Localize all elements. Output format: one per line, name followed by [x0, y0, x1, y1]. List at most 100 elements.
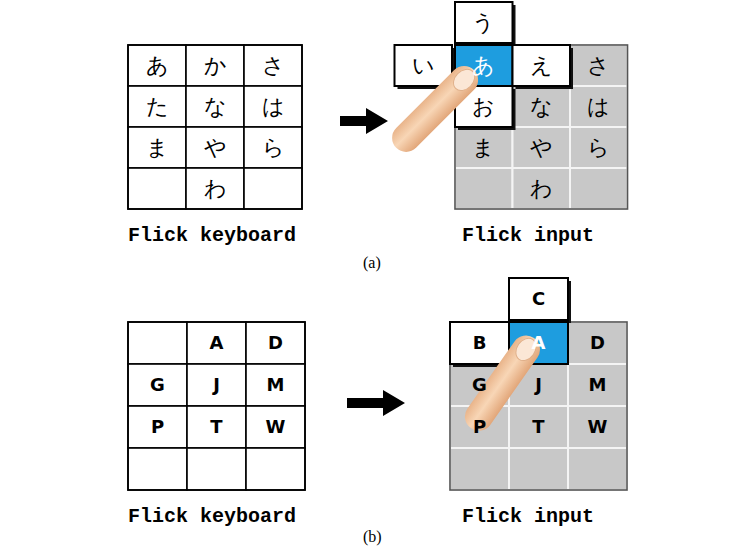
key-cell: な	[186, 86, 244, 127]
key-cell: や	[513, 127, 571, 168]
grid-cell	[513, 45, 571, 86]
finger	[459, 330, 545, 436]
grid-cell	[244, 168, 302, 209]
grid-cell	[513, 86, 571, 127]
key-label: T	[532, 418, 544, 436]
grid-outline	[128, 45, 302, 209]
grid-cell	[128, 45, 186, 86]
grid-cell	[128, 86, 186, 127]
grid-cell	[244, 86, 302, 127]
key-cell: お	[455, 86, 513, 127]
grid-cell	[246, 364, 305, 406]
key-cell: P	[450, 406, 509, 448]
key-label: A	[210, 334, 224, 352]
transition-arrow	[347, 390, 405, 416]
grid-cell	[568, 364, 627, 406]
key-label: え	[530, 55, 553, 77]
key-label: M	[589, 376, 607, 394]
key-cell: ら	[570, 127, 628, 168]
key-label: J	[535, 376, 542, 394]
grid-cell	[570, 127, 628, 168]
grid-outline	[128, 322, 305, 490]
key-cell: J	[509, 364, 568, 406]
key-label: ま	[472, 137, 495, 159]
caption-label: Flick keyboard	[128, 505, 296, 528]
flick-popup	[395, 45, 453, 86]
key-label: な	[530, 96, 553, 118]
key-cell: あ	[455, 45, 513, 86]
key-label: T	[210, 418, 222, 436]
key-cell: な	[513, 86, 571, 127]
grid-cell	[568, 322, 627, 364]
key-cell: た	[128, 86, 186, 127]
grid-cell	[568, 406, 627, 448]
caption-label: Flick input	[462, 505, 594, 528]
key-label: A	[532, 334, 546, 352]
key-cell: は	[244, 86, 302, 127]
key-cell: D	[568, 322, 627, 364]
key-label: ま	[146, 137, 169, 159]
grid-cell	[570, 45, 628, 86]
key-label: は	[262, 96, 285, 118]
key-cell: え	[513, 45, 571, 86]
grid-outline	[450, 322, 627, 490]
key-label: わ	[530, 178, 553, 200]
grid-cell	[244, 127, 302, 168]
grid-cell	[509, 448, 568, 490]
key-label: W	[588, 418, 608, 436]
grid-cell	[128, 406, 187, 448]
key-label: さ	[587, 55, 610, 77]
key-label: や	[204, 137, 227, 159]
key-label: さ	[262, 55, 285, 77]
key-label: や	[530, 137, 553, 159]
key-label: お	[472, 96, 495, 118]
grid-cell	[509, 406, 568, 448]
grid-cell	[187, 406, 246, 448]
key-cell: わ	[186, 168, 244, 209]
key-label: か	[204, 55, 227, 77]
key-label: D	[268, 334, 283, 352]
grid-cell	[186, 45, 244, 86]
key-label: G	[150, 376, 165, 394]
transition-arrow	[340, 108, 388, 134]
key-cell: ま	[455, 127, 513, 168]
grid-cell	[246, 406, 305, 448]
key-label: い	[412, 55, 435, 77]
key-cell: T	[509, 406, 568, 448]
key-cell: T	[187, 406, 246, 448]
key-label: P	[473, 418, 486, 436]
key-cell: M	[568, 364, 627, 406]
key-cell: M	[246, 364, 305, 406]
key-label: P	[151, 418, 164, 436]
key-cell: P	[128, 406, 187, 448]
key-cell: B	[450, 322, 509, 364]
key-cell: ら	[244, 127, 302, 168]
grid-cell	[513, 127, 571, 168]
key-cell: G	[128, 364, 187, 406]
key-cell: D	[246, 322, 305, 364]
grid-cell	[246, 448, 305, 490]
flick-popup	[455, 2, 513, 43]
grid-cell	[187, 322, 246, 364]
key-cell: ま	[128, 127, 186, 168]
grid-cell	[128, 364, 187, 406]
key-cell: G	[450, 364, 509, 406]
grid-cell	[128, 168, 186, 209]
key-label: あ	[146, 55, 169, 77]
grid-cell	[187, 448, 246, 490]
key-cell: A	[187, 322, 246, 364]
key-label: た	[146, 96, 169, 118]
grid-cell	[246, 322, 305, 364]
flick-popup	[513, 45, 571, 86]
key-cell: か	[186, 45, 244, 86]
key-cell: C	[509, 278, 568, 320]
key-cell: W	[568, 406, 627, 448]
key-label: B	[473, 334, 487, 352]
grid-cell	[570, 86, 628, 127]
key-cell: わ	[513, 168, 571, 209]
key-cell: さ	[244, 45, 302, 86]
key-cell: や	[186, 127, 244, 168]
key-label: W	[266, 418, 286, 436]
grid-cell	[128, 448, 187, 490]
